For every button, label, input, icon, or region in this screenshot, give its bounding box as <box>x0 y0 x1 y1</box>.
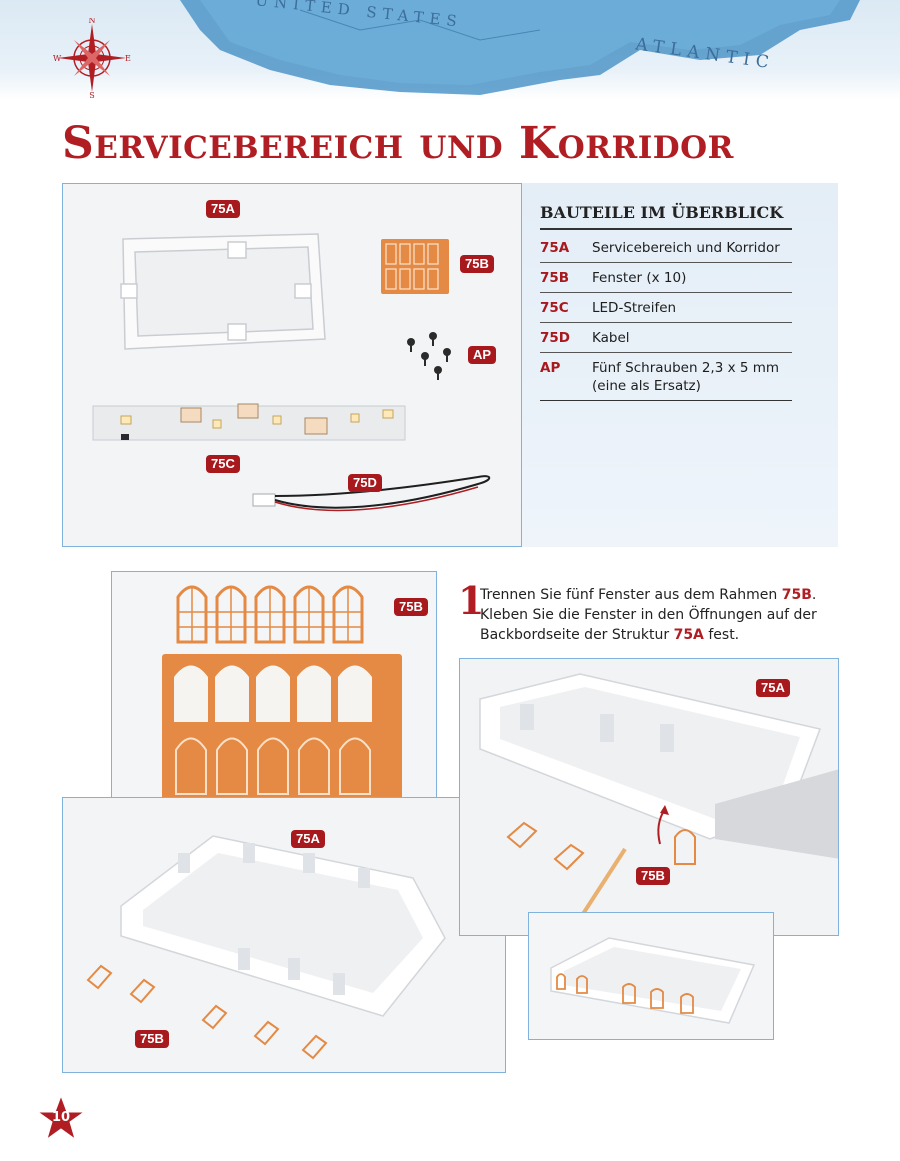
step-instruction: 1 Trennen Sie fünf Fenster aus dem Rahme… <box>458 581 840 645</box>
parts-row: 75D Kabel <box>540 322 792 353</box>
label-ap-main: AP <box>468 346 497 364</box>
compass-s: S <box>89 91 94 98</box>
part-code: 75A <box>540 233 592 263</box>
part-code: 75C <box>540 292 592 323</box>
part-desc: Fenster (x 10) <box>592 262 792 293</box>
part-desc: Fünf Schrauben 2,3 x 5 mm (eine als Ersa… <box>592 352 792 401</box>
label-75a-bottom: 75A <box>291 830 325 848</box>
step-text: Trennen Sie fünf Fenster aus dem Rahmen … <box>460 585 840 645</box>
parts-row: 75B Fenster (x 10) <box>540 262 792 293</box>
label-75c-main: 75C <box>206 455 240 473</box>
map-illustration <box>180 0 860 95</box>
window-fret-photo: 75B <box>111 571 437 815</box>
parts-row: AP Fünf Schrauben 2,3 x 5 mm (eine als E… <box>540 352 792 401</box>
parts-overview-panel: BAUTEILE IM ÜBERBLICK 75A Servicebereich… <box>522 183 838 547</box>
compass-w: W <box>53 54 62 63</box>
service-area-part <box>120 233 326 350</box>
cable-part <box>252 475 491 512</box>
step-ref-75a: 75A <box>673 627 704 643</box>
label-75b-main: 75B <box>460 255 494 273</box>
parts-heading: BAUTEILE IM ÜBERBLICK <box>540 203 784 222</box>
step-text-part: . Kleben Sie die Fenster in den Öffnunge… <box>480 587 817 643</box>
part-code: 75B <box>540 262 592 293</box>
part-code: AP <box>540 352 592 401</box>
page-number: 10 <box>51 1110 71 1125</box>
part-desc: LED-Streifen <box>592 292 792 323</box>
step-text-part: Trennen Sie fünf Fenster aus dem Rahmen <box>480 587 782 603</box>
part-desc: Servicebereich und Korridor <box>592 233 792 263</box>
compass-rose-icon: N S W E <box>53 18 131 98</box>
map-header: UNITED STATES ATLANTIC <box>0 0 900 100</box>
page-star-icon <box>36 1094 86 1141</box>
parts-divider <box>540 228 792 230</box>
led-strip-part <box>92 403 406 441</box>
frame-assembly-illustration <box>86 835 446 1060</box>
step-ref-75b: 75B <box>781 587 812 603</box>
step-text-part: fest. <box>703 627 740 643</box>
result-photo <box>528 912 774 1040</box>
part-code: 75D <box>540 322 592 353</box>
label-75a-right: 75A <box>756 679 790 697</box>
compass-e: E <box>125 54 131 63</box>
glueing-illustration <box>479 673 838 935</box>
label-75b-right: 75B <box>636 867 670 885</box>
parts-table: 75A Servicebereich und Korridor 75B Fens… <box>540 233 792 401</box>
label-75b-bottom: 75B <box>135 1030 169 1048</box>
label-75a-main: 75A <box>206 200 240 218</box>
label-75b-fret: 75B <box>394 598 428 616</box>
result-illustration <box>550 937 756 1024</box>
part-desc: Kabel <box>592 322 792 353</box>
page-title: Servicebereich und Korridor <box>62 118 734 169</box>
glueing-photo: 75A 75B <box>459 658 839 936</box>
parts-row: 75A Servicebereich und Korridor <box>540 233 792 263</box>
parts-photo: 75A 75B AP 75C 75D <box>62 183 522 547</box>
compass-n: N <box>89 18 96 25</box>
screws-part <box>407 332 451 380</box>
step-number: 1 <box>458 578 485 623</box>
frame-assembly-photo: 75A 75B <box>62 797 506 1073</box>
parts-row: 75C LED-Streifen <box>540 292 792 323</box>
parts-illustration <box>92 233 491 512</box>
label-75d-main: 75D <box>348 474 382 492</box>
window-fret-illustration <box>162 585 402 802</box>
window-fret-part <box>381 239 449 294</box>
